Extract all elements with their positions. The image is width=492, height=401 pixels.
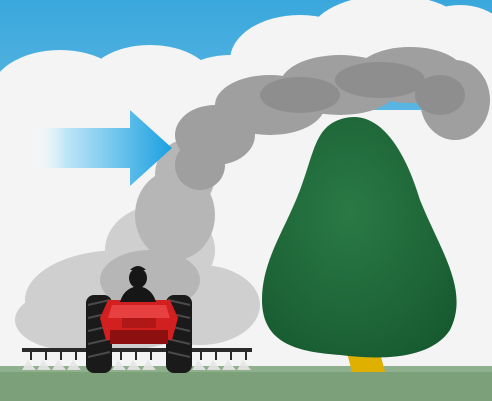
grass-ground xyxy=(0,366,492,401)
tractor-body xyxy=(100,300,178,344)
